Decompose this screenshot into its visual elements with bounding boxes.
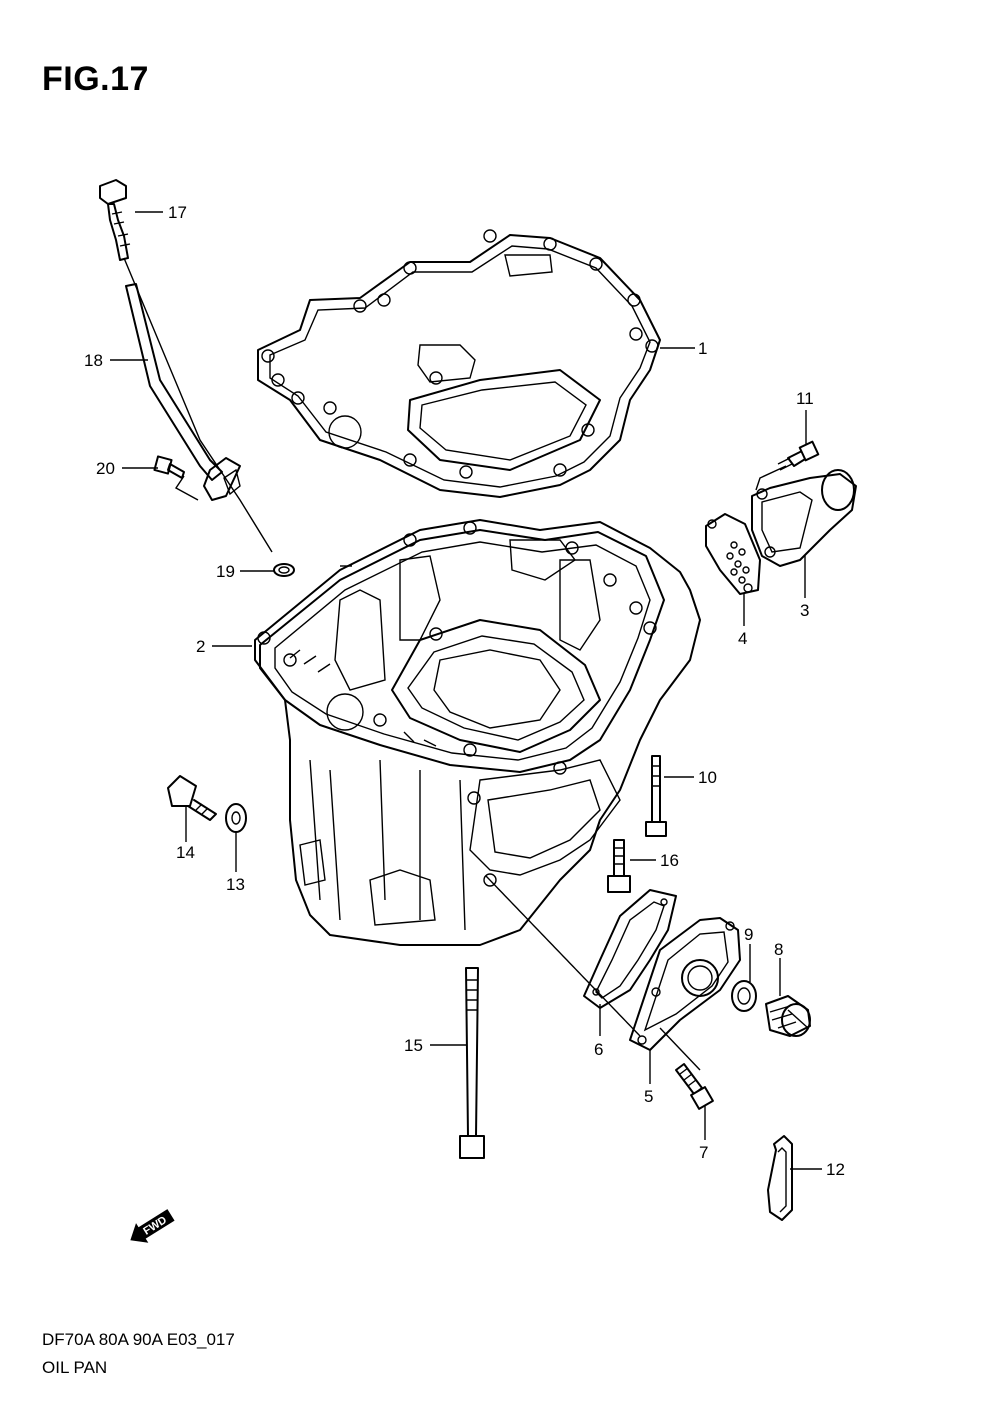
callout-labels: 17 1 18 20 11 3 4 19 2 10 16 14 13 15 6 … bbox=[84, 203, 845, 1179]
callout-19: 19 bbox=[216, 562, 235, 581]
drain-plug-part-8 bbox=[765, 995, 811, 1037]
dipstick-guide-part-18 bbox=[125, 283, 241, 501]
callout-7: 7 bbox=[699, 1143, 708, 1162]
callout-8: 8 bbox=[774, 940, 783, 959]
figure-title: FIG.17 bbox=[42, 60, 149, 98]
callout-12: 12 bbox=[826, 1160, 845, 1179]
callout-16: 16 bbox=[660, 851, 679, 870]
oil-strainer-part-3 bbox=[751, 469, 857, 567]
callout-10: 10 bbox=[698, 768, 717, 787]
drain-plug-gasket-part-9 bbox=[731, 980, 757, 1012]
plug-part-14 bbox=[167, 775, 217, 821]
assembly-guide-lines bbox=[485, 875, 701, 1071]
cover-part-5 bbox=[629, 917, 741, 1051]
strainer-bolt-part-11 bbox=[755, 440, 820, 491]
cover-gasket-part-6 bbox=[583, 889, 677, 1009]
gasket-part-1 bbox=[257, 229, 661, 498]
callout-1: 1 bbox=[698, 339, 707, 358]
washer-part-13 bbox=[225, 803, 247, 833]
callout-6: 6 bbox=[594, 1040, 603, 1059]
strainer-gasket-part-4 bbox=[705, 513, 761, 595]
callout-4: 4 bbox=[738, 629, 747, 648]
callout-2: 2 bbox=[196, 637, 205, 656]
callout-5: 5 bbox=[644, 1087, 653, 1106]
callout-14: 14 bbox=[176, 843, 195, 862]
diagram-code: DF70A 80A 90A E03_017 bbox=[42, 1330, 235, 1349]
callout-15: 15 bbox=[404, 1036, 423, 1055]
bolt-part-10 bbox=[645, 755, 667, 837]
guide-bolt-part-20 bbox=[153, 455, 199, 501]
callout-20: 20 bbox=[96, 459, 115, 478]
long-bolt-part-15 bbox=[459, 967, 485, 1159]
dipstick-part-17 bbox=[99, 179, 273, 553]
callout-3: 3 bbox=[800, 601, 809, 620]
fwd-arrow-icon: FWD bbox=[130, 1209, 175, 1243]
callout-9: 9 bbox=[744, 925, 753, 944]
oil-pan-part-2 bbox=[254, 519, 701, 946]
callout-13: 13 bbox=[226, 875, 245, 894]
diagram-name: OIL PAN bbox=[42, 1358, 108, 1377]
clamp-part-12 bbox=[767, 1135, 793, 1221]
callout-18: 18 bbox=[84, 351, 103, 370]
bolt-part-16 bbox=[607, 839, 631, 893]
leader-lines bbox=[110, 211, 822, 1170]
callout-17: 17 bbox=[168, 203, 187, 222]
o-ring-part-19 bbox=[273, 563, 295, 577]
callout-11: 11 bbox=[796, 389, 814, 408]
cover-bolt-part-7 bbox=[675, 1063, 714, 1110]
